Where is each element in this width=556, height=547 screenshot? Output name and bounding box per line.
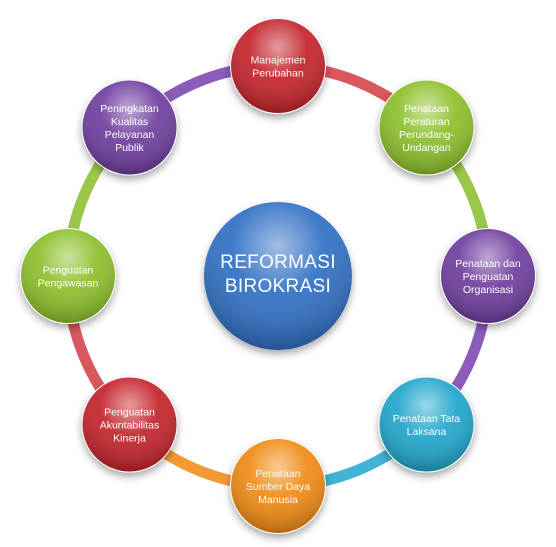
label-line: Publik <box>115 142 144 154</box>
label-line: Kinerja <box>113 432 146 444</box>
node-gloss <box>231 19 325 113</box>
label-line: Sumber Daya <box>246 481 310 493</box>
label-line: Akuntabilitas <box>100 419 160 431</box>
label-line: Perubahan <box>252 68 304 80</box>
node-gloss <box>82 377 177 472</box>
label-line: Penataan Tata <box>393 413 461 425</box>
label-line: Organisasi <box>463 284 513 296</box>
label-line: Perundang- <box>399 129 454 141</box>
node-gloss <box>231 439 325 533</box>
label-line: Penguatan <box>43 265 94 277</box>
node-gloss <box>441 229 535 323</box>
label-line: Kualitas <box>111 116 148 128</box>
node-label: REFORMASI BIROKRASI <box>220 252 336 297</box>
center-node: REFORMASI BIROKRASI <box>204 202 352 350</box>
label-line: Laksana <box>407 426 447 438</box>
label-line: Pengawasan <box>38 278 99 290</box>
label-line: Peraturan <box>403 116 449 128</box>
node-gloss <box>82 80 177 175</box>
node-gloss <box>379 377 474 472</box>
label-line: Penguatan <box>463 271 514 283</box>
label-line: BIROKRASI <box>225 276 331 297</box>
label-line: Pelayanan <box>105 129 155 141</box>
center-gloss <box>204 202 352 350</box>
label-line: Penguatan <box>104 406 155 418</box>
label-line: Penataan dan <box>455 258 521 270</box>
label-line: Manajemen <box>251 55 306 67</box>
label-line: Undangan <box>402 142 451 154</box>
label-line: Peningkatan <box>100 103 159 115</box>
label-line: REFORMASI <box>220 252 336 273</box>
label-line: Penataan <box>256 468 301 480</box>
label-line: Manusia <box>258 494 298 506</box>
node-gloss <box>21 229 115 323</box>
node-gloss <box>379 80 474 175</box>
label-line: Penataan <box>404 103 449 115</box>
